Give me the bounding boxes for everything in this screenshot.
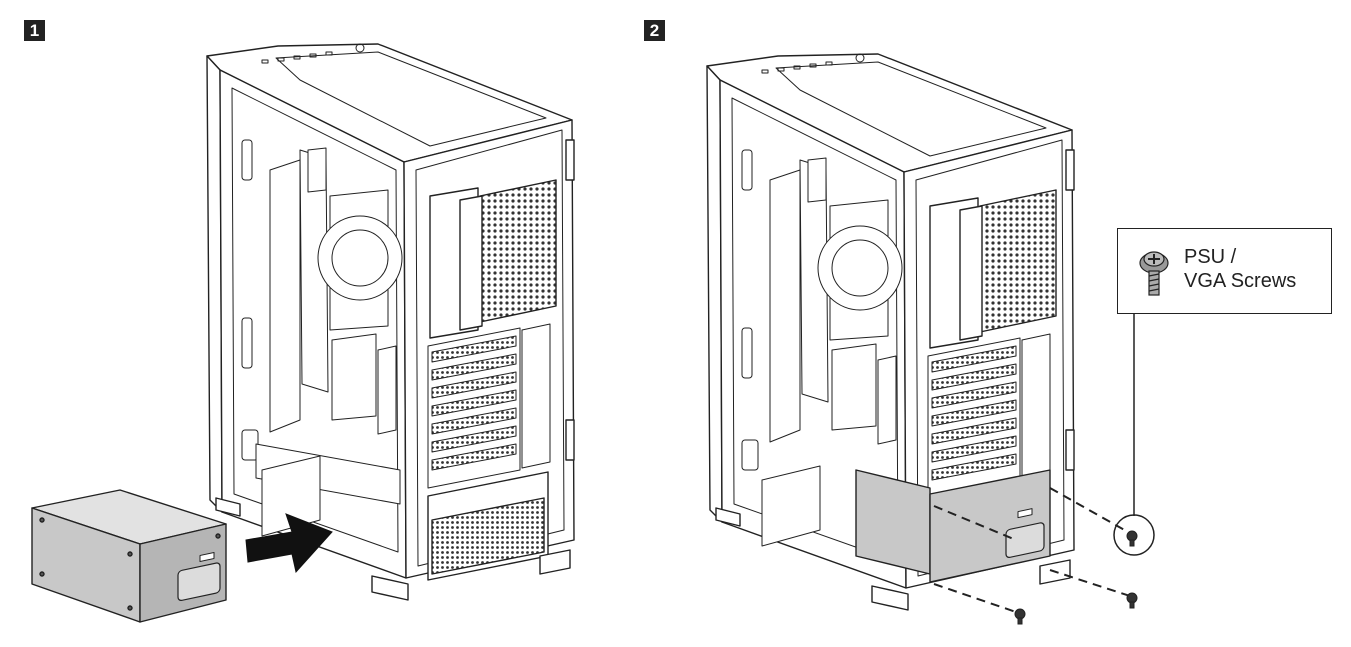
- insert-direction-arrow: [245, 513, 333, 574]
- psu-unit: [31, 489, 227, 623]
- callout-connector: [1113, 314, 1155, 556]
- step-1-badge: 1: [24, 20, 45, 41]
- step-2-case: [706, 53, 1075, 611]
- callout-line-1: PSU /: [1184, 246, 1237, 268]
- screw-icon: [1014, 530, 1138, 625]
- callout-label: PSU / VGA Screws: [1184, 245, 1296, 293]
- callout-line-2: VGA Screws: [1184, 270, 1297, 292]
- step-1-case: [206, 43, 575, 601]
- step-2-badge: 2: [644, 20, 665, 41]
- screw-icon: [1139, 251, 1169, 296]
- screw-callout: PSU / VGA Screws: [1117, 228, 1332, 314]
